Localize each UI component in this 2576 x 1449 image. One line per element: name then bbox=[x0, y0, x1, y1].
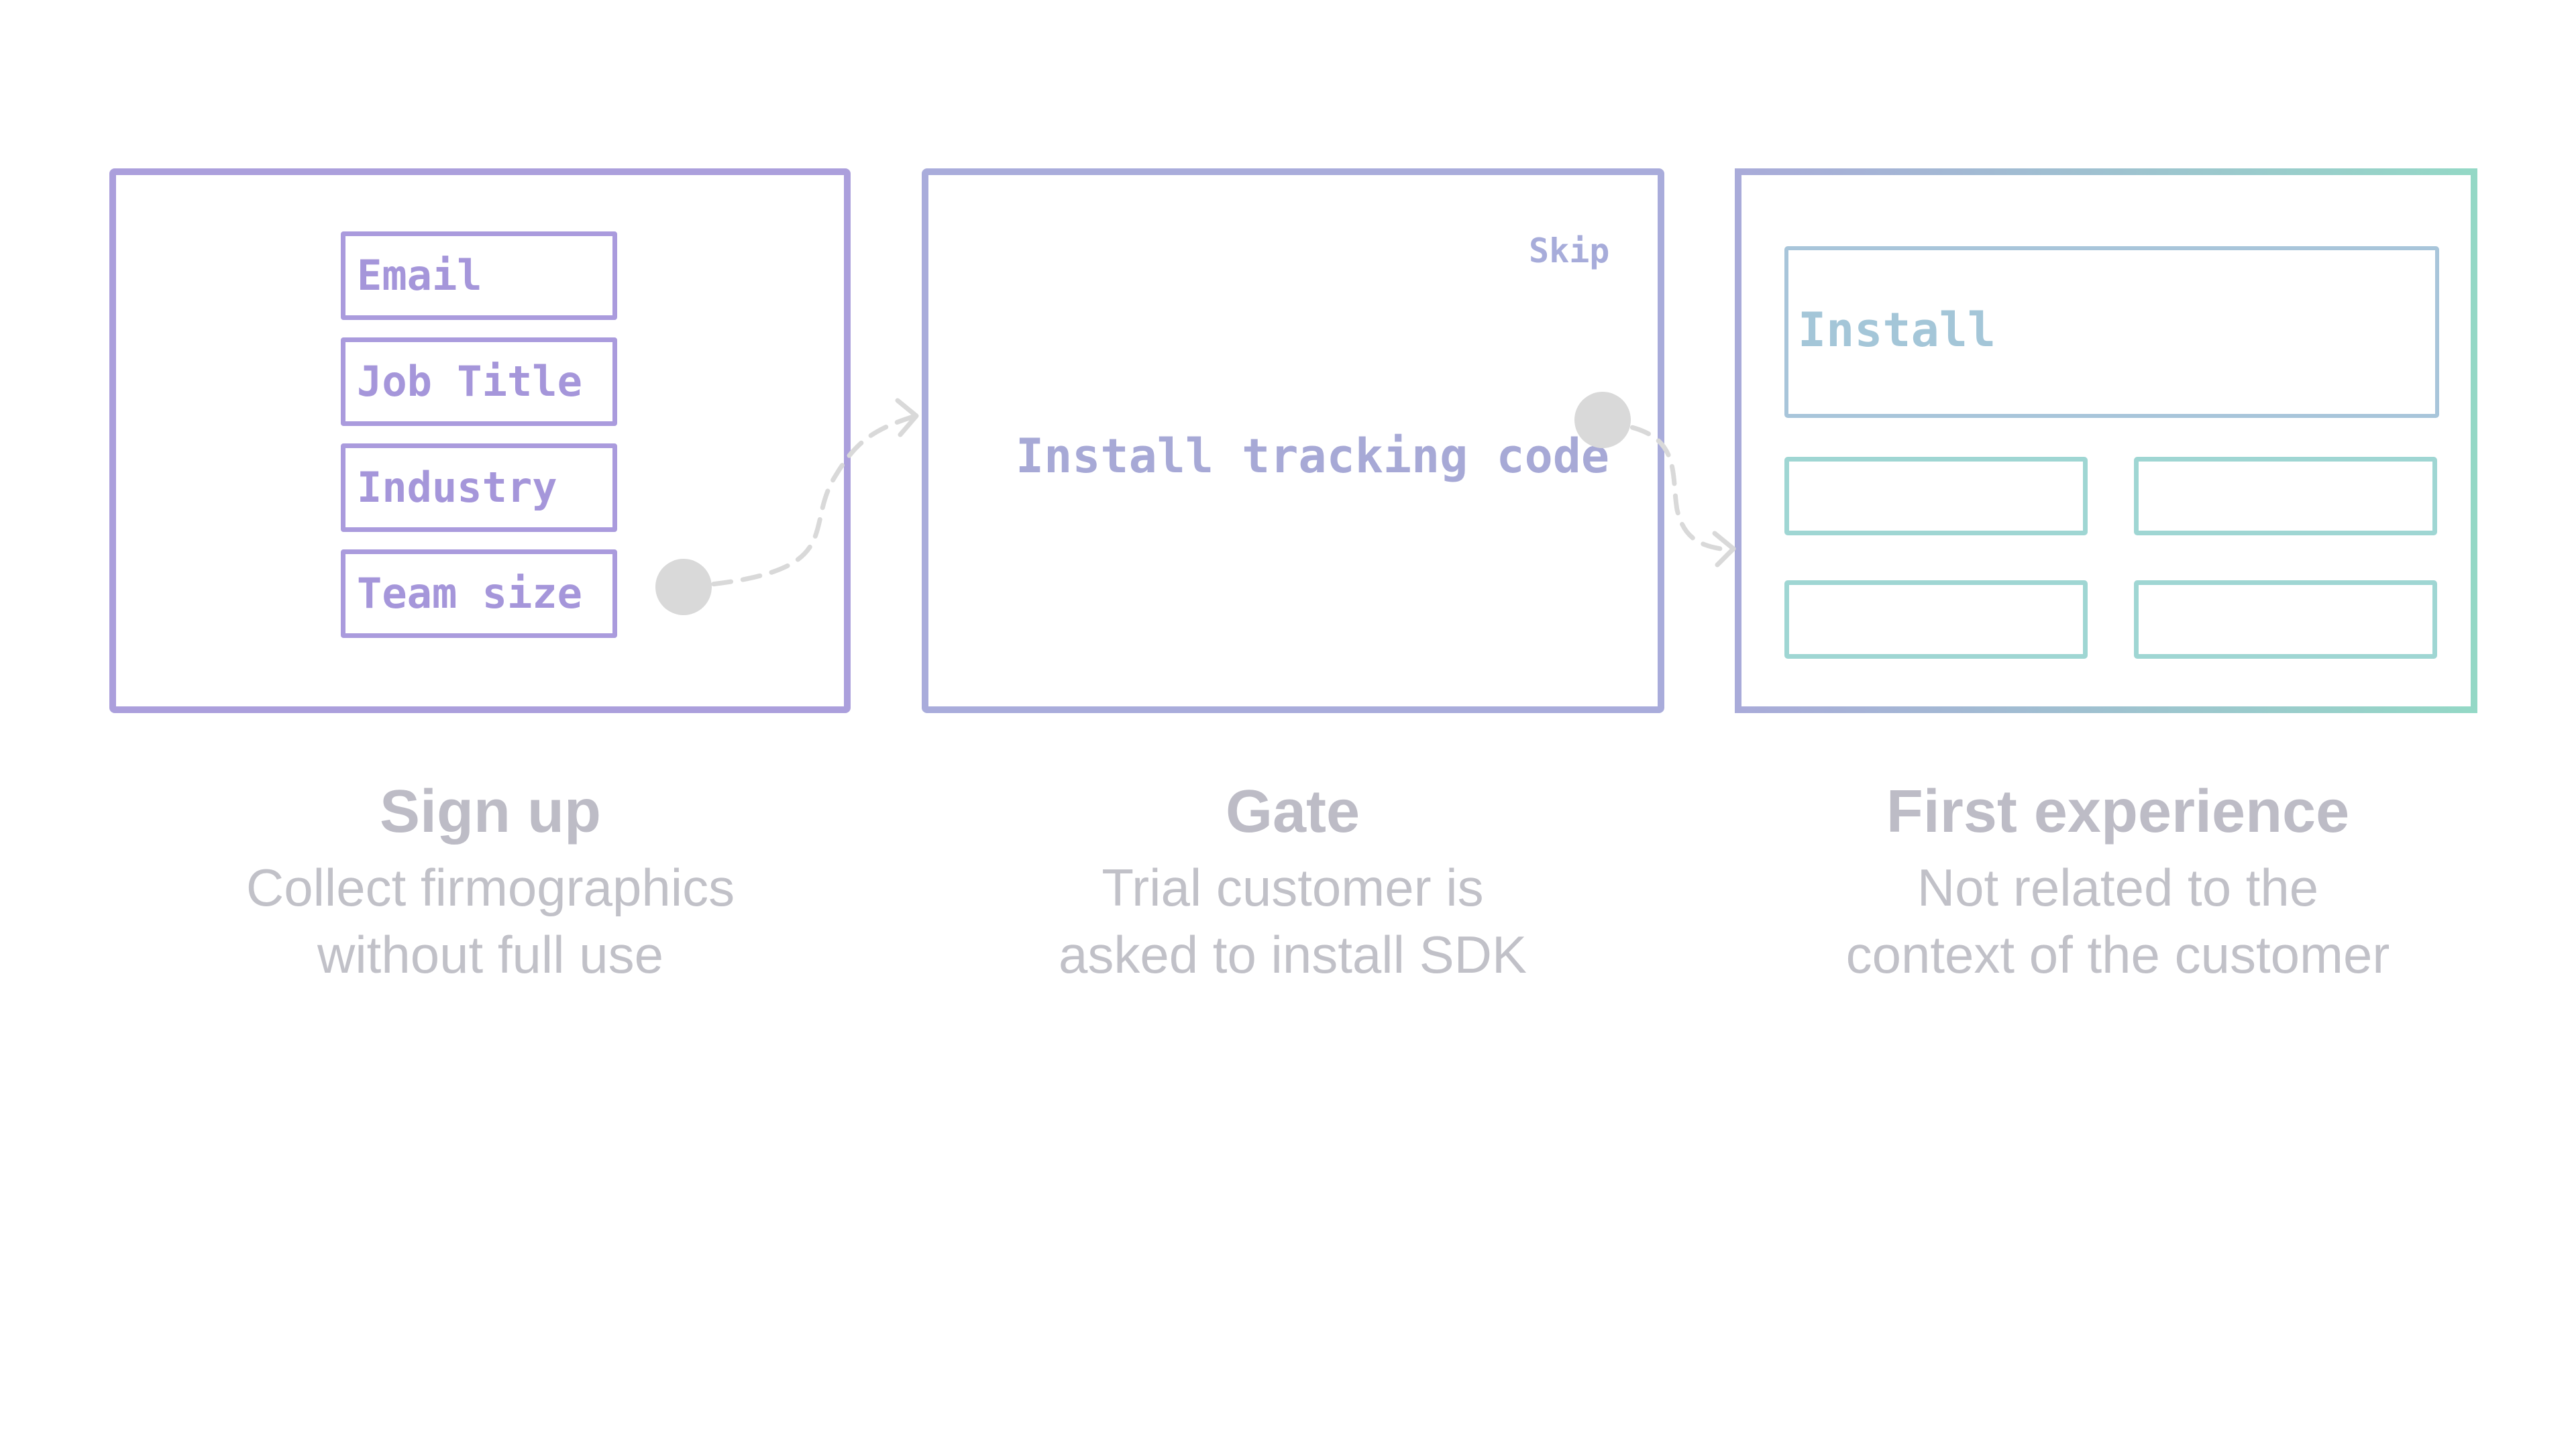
first-experience-panel: Install bbox=[1735, 168, 2477, 713]
connector-start-dot bbox=[655, 559, 712, 615]
step-title: First experience bbox=[1886, 778, 2350, 845]
placeholder-tile bbox=[2134, 580, 2437, 659]
arrowhead-icon bbox=[895, 398, 919, 437]
connector-signup-to-gate bbox=[682, 413, 918, 590]
job-title-field[interactable]: Job Title bbox=[341, 337, 617, 426]
arrowhead-icon bbox=[1712, 531, 1736, 568]
step-title: Sign up bbox=[380, 778, 601, 845]
gate-caption: Gate Trial customer is asked to install … bbox=[924, 775, 1662, 988]
team-size-field[interactable]: Team size bbox=[341, 549, 617, 638]
step-description-line: Collect firmographics bbox=[246, 858, 735, 917]
install-label: Install bbox=[1798, 303, 1996, 358]
signup-caption: Sign up Collect firmographics without fu… bbox=[121, 775, 859, 988]
signup-panel: Email Job Title Industry Team size bbox=[109, 168, 851, 713]
step-description-line: asked to install SDK bbox=[1058, 925, 1527, 984]
step-description-line: Not related to the bbox=[1917, 858, 2319, 917]
connector-start-dot bbox=[1574, 392, 1631, 448]
step-description-line: without full use bbox=[317, 925, 663, 984]
install-card[interactable]: Install bbox=[1784, 246, 2439, 418]
install-tracking-code-text: Install tracking code bbox=[1016, 429, 1610, 484]
connector-gate-to-first-experience bbox=[1601, 420, 1733, 553]
gate-panel: Skip Install tracking code bbox=[922, 168, 1664, 713]
industry-field[interactable]: Industry bbox=[341, 443, 617, 532]
step-description-line: context of the customer bbox=[1845, 925, 2390, 984]
placeholder-tile bbox=[1784, 580, 2088, 659]
placeholder-tile bbox=[1784, 457, 2088, 535]
first-experience-caption: First experience Not related to the cont… bbox=[1749, 775, 2487, 988]
step-description-line: Trial customer is bbox=[1102, 858, 1484, 917]
placeholder-tile bbox=[2134, 457, 2437, 535]
email-field[interactable]: Email bbox=[341, 231, 617, 320]
skip-link[interactable]: Skip bbox=[1529, 231, 1610, 270]
step-title: Gate bbox=[1225, 778, 1360, 845]
